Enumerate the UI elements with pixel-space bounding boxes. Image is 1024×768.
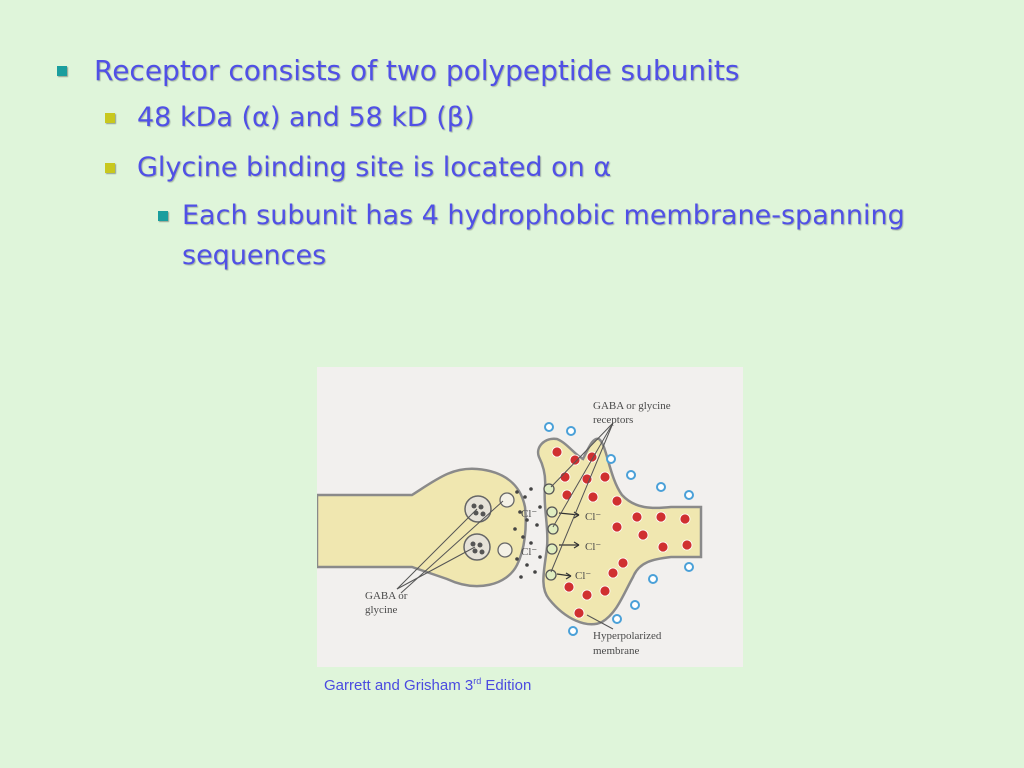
vesicle — [464, 495, 492, 523]
chloride-label: Cl⁻ — [521, 508, 537, 520]
square-bullet-icon — [57, 66, 67, 76]
bullet-text: Receptor consists of two polypeptide sub… — [94, 54, 740, 87]
bullet-level2: Glycine binding site is located on α — [105, 146, 612, 190]
vesicle — [463, 533, 491, 561]
label-receptors-2: receptors — [593, 414, 633, 426]
ion-flow-arrows — [556, 511, 580, 580]
chloride-label: Cl⁻ — [585, 511, 601, 523]
caption-superscript: rd — [473, 676, 482, 686]
release-vesicle — [497, 492, 515, 558]
square-bullet-icon — [105, 163, 115, 173]
bullet-level1: Receptor consists of two polypeptide sub… — [57, 49, 740, 93]
positive-charge-icon — [544, 422, 694, 636]
figure-caption: Garrett and Grisham 3rd Edition — [324, 676, 531, 694]
caption-tail: Edition — [481, 677, 532, 694]
caption-main: Garrett and Grisham 3 — [324, 677, 474, 694]
label-membrane-2: membrane — [593, 645, 640, 657]
square-bullet-icon — [158, 211, 168, 221]
chloride-label: Cl⁻ — [521, 546, 537, 558]
neurotransmitter-dots — [513, 487, 542, 579]
chloride-label: Cl⁻ — [585, 541, 601, 553]
bullet-text: 48 kDa (α) and 58 kD (β) — [137, 102, 475, 133]
bullet-text: Glycine binding site is located on α — [137, 152, 612, 183]
bullet-level3: Each subunit has 4 hydrophobic membrane-… — [158, 196, 992, 276]
synapse-diagram: Cl⁻ Cl⁻ Cl⁻ Cl⁻ Cl⁻ — [317, 400, 703, 657]
bullet-level2: 48 kDa (α) and 58 kD (β) — [105, 96, 475, 140]
square-bullet-icon — [105, 113, 115, 123]
label-receptors-1: GABA or glycine — [593, 400, 671, 412]
receptor — [543, 483, 559, 581]
leader-lines — [396, 422, 614, 630]
negative-charge-icon — [551, 446, 693, 619]
label-membrane-1: Hyperpolarized — [593, 630, 662, 642]
bullet-text: Each subunit has 4 hydrophobic membrane-… — [182, 200, 905, 271]
synapse-figure: Cl⁻ Cl⁻ Cl⁻ Cl⁻ Cl⁻ — [317, 367, 743, 667]
presynaptic-terminal — [317, 467, 527, 588]
chloride-label: Cl⁻ — [575, 570, 591, 582]
label-ligand-1: GABA or — [365, 590, 408, 602]
label-ligand-2: glycine — [365, 604, 397, 616]
chloride-ion: Cl⁻ Cl⁻ Cl⁻ Cl⁻ Cl⁻ — [521, 508, 601, 582]
